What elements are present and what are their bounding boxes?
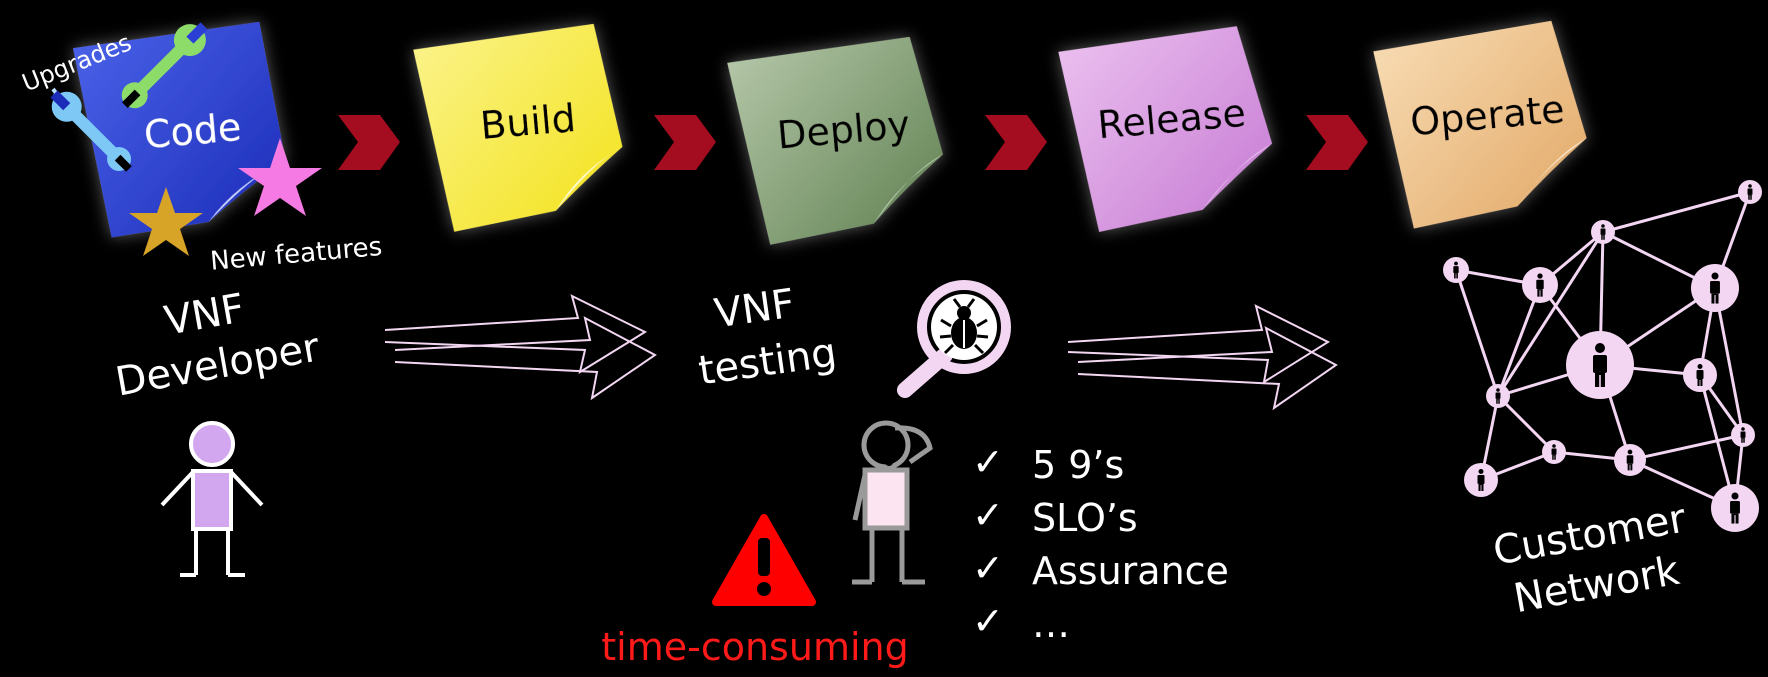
checklist: ✓ 5 9’s ✓ SLO’s ✓ Assurance ✓ …: [972, 440, 1229, 646]
new-features-label: New features: [209, 232, 383, 277]
wrench-screwdriver-icon: [50, 87, 132, 172]
star-icon: [129, 187, 203, 256]
network-edge: [1629, 433, 1744, 462]
check-icon: ✓: [972, 599, 1004, 643]
stage-note-release: Release: [1058, 26, 1273, 232]
developer-label-line1: VNF: [161, 285, 248, 344]
checklist-item-label: …: [1032, 602, 1070, 646]
network-node-person-icon: [1464, 463, 1498, 497]
network-node-person-icon: [1691, 264, 1739, 312]
stage-note-build: Build: [413, 23, 623, 232]
warning-label: time-consuming: [601, 625, 908, 669]
network-node-person-icon: [1591, 220, 1615, 244]
checklist-item: ✓ Assurance: [972, 546, 1229, 593]
star-icon: [238, 138, 322, 216]
network-node-person-icon: [1566, 331, 1634, 399]
chevron-arrow-icon: [1306, 115, 1368, 170]
check-icon: ✓: [972, 546, 1004, 590]
stage-note-operate: Operate: [1373, 20, 1587, 229]
chevron-arrow-icon: [985, 115, 1047, 170]
tester-person-icon: [852, 420, 933, 585]
testing-label-line1: VNF: [712, 281, 798, 338]
flow-arrow-icon: [1067, 304, 1338, 411]
stage-label-code: Code: [142, 105, 243, 157]
network-node-person-icon: [1683, 358, 1717, 392]
network-node-person-icon: [1443, 257, 1469, 283]
network-edge: [1496, 394, 1556, 454]
network-node-person-icon: [1711, 484, 1759, 532]
network-node-person-icon: [1522, 267, 1558, 303]
bug-magnifier-icon: [897, 280, 1011, 398]
testing-label-line2: testing: [696, 330, 840, 395]
warning-icon: [712, 514, 816, 606]
stage-note-code: Code: [72, 21, 286, 238]
network-node-person-icon: [1486, 384, 1510, 408]
network-edge: [1454, 269, 1500, 397]
network-edge: [1496, 231, 1605, 397]
developer-label-line2: Developer: [112, 324, 323, 405]
checklist-item-label: SLO’s: [1032, 496, 1138, 540]
network-edge: [1496, 284, 1542, 397]
stage-label-build: Build: [479, 96, 578, 148]
check-icon: ✓: [972, 493, 1004, 537]
network-node-person-icon: [1542, 440, 1566, 464]
check-icon: ✓: [972, 440, 1004, 484]
network-node-person-icon: [1731, 423, 1755, 447]
checklist-item: ✓ …: [972, 599, 1070, 646]
network-edge: [1602, 190, 1751, 234]
network-graph-icon: [1443, 180, 1762, 532]
network-edge: [1713, 287, 1745, 436]
person-icon: [160, 421, 264, 577]
checklist-item: ✓ 5 9’s: [972, 440, 1124, 487]
network-node-person-icon: [1738, 180, 1762, 204]
network-node-person-icon: [1614, 444, 1646, 476]
flow-arrow-icon: [384, 294, 657, 401]
checklist-item-label: Assurance: [1032, 549, 1229, 593]
wrench-icon: [121, 22, 208, 109]
stage-note-deploy: Deploy: [727, 36, 944, 245]
checklist-item: ✓ SLO’s: [972, 493, 1138, 540]
chevron-arrow-icon: [338, 115, 400, 170]
chevron-arrow-icon: [654, 115, 716, 170]
checklist-item-label: 5 9’s: [1032, 443, 1124, 487]
